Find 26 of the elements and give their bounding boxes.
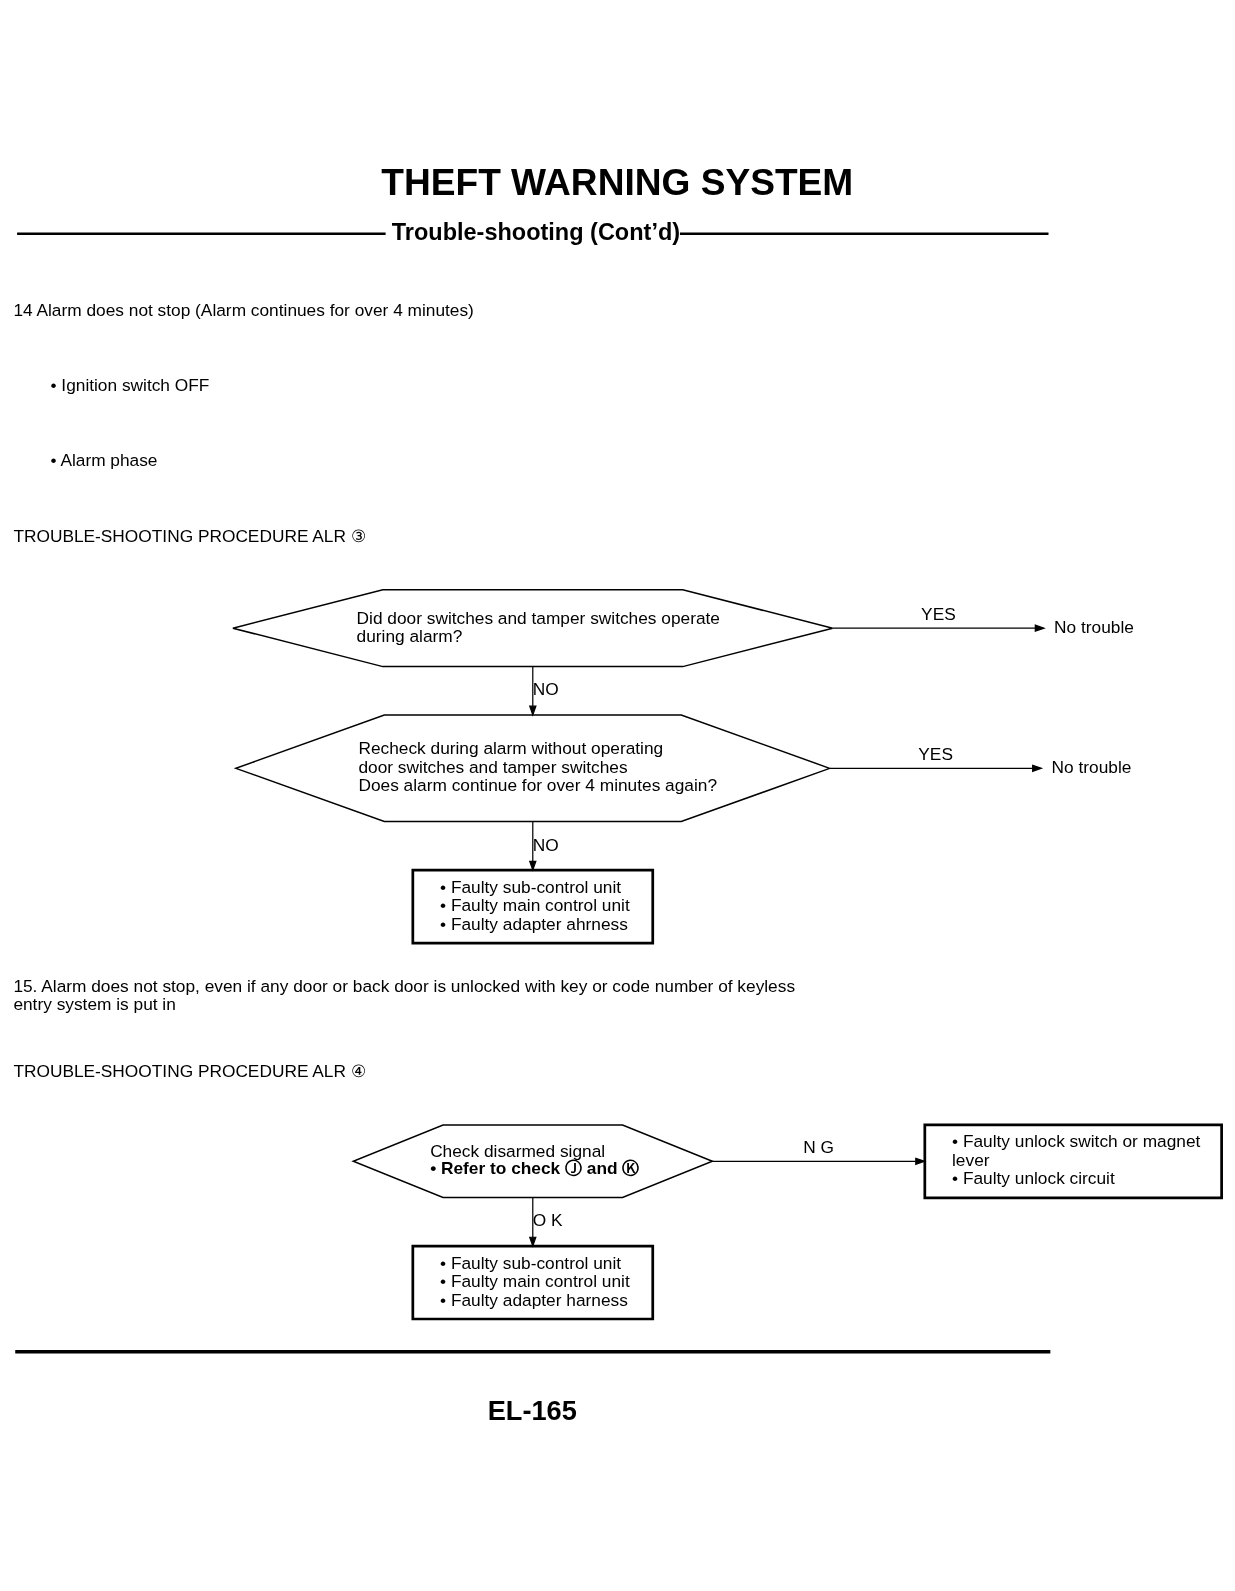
arrow — [528, 1197, 537, 1248]
label: • Ignition switch OFF — [50, 374, 210, 395]
label: TROUBLE-SHOOTING PROCEDURE ALR ④ — [13, 1060, 366, 1081]
edge-label: N G — [803, 1136, 834, 1157]
arrow — [829, 764, 1044, 773]
node-text: No trouble — [1051, 756, 1132, 777]
label: TROUBLE-SHOOTING PROCEDURE ALR ③ — [13, 525, 366, 546]
node-box: • Faulty unlock switch or magnet lever • Faulty unlock circuit — [923, 1123, 1223, 1200]
node-box: • Faulty sub-control unit • Faulty main control unit • Faulty adapter harness — [411, 1244, 655, 1321]
arrow — [528, 821, 537, 872]
edge-label: NO — [532, 834, 559, 855]
label: Trouble-shooting (Cont’d) — [391, 219, 681, 246]
label: EL-165 — [487, 1394, 577, 1426]
arrow — [832, 624, 1046, 633]
label: 15. Alarm does not stop, even if any door or back door is unlocked with key or code number of keyless entry system is put in — [13, 975, 796, 1015]
label: 14 Alarm does not stop (Alarm continues for over 4 minutes) — [13, 299, 474, 320]
edge-label: NO — [532, 679, 559, 700]
node-text: No trouble — [1054, 616, 1134, 637]
edge-label: O K — [532, 1210, 563, 1231]
node-box: • Faulty sub-control unit • Faulty main control unit • Faulty adapter ahrness — [411, 868, 655, 945]
diagram-title: THEFT WARNING SYSTEM — [381, 161, 854, 204]
label: • Alarm phase — [50, 450, 158, 471]
arrow — [528, 666, 537, 717]
edge-label: YES — [918, 743, 953, 764]
edge-label: YES — [921, 603, 956, 624]
arrow — [711, 1157, 927, 1166]
